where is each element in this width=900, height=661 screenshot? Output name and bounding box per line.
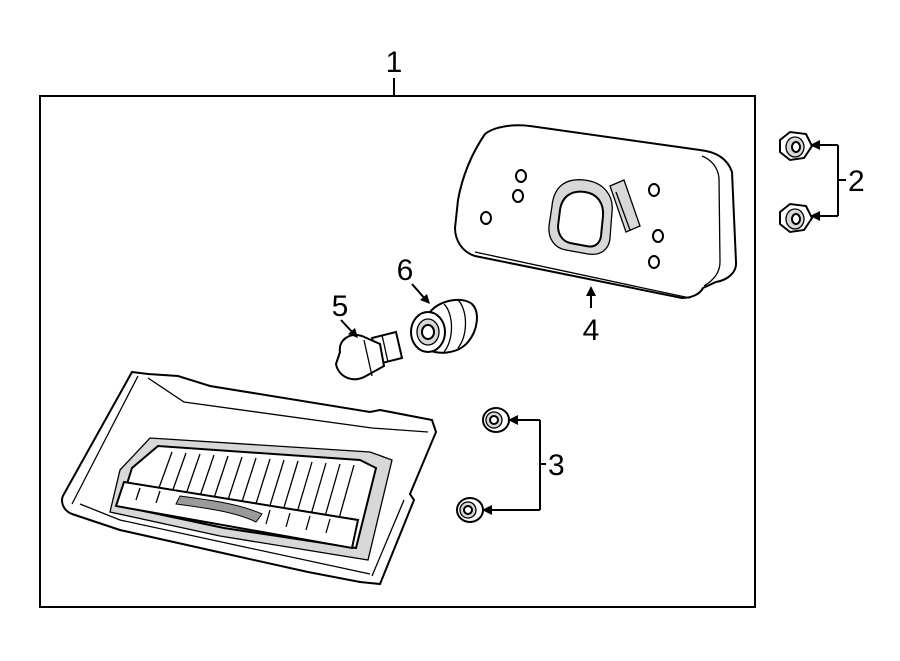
part-3-grommet-lower[interactable] bbox=[456, 497, 484, 523]
part-2-nut-lower[interactable] bbox=[779, 202, 814, 234]
callout-3-arrowhead-upper bbox=[508, 415, 518, 425]
assembly-frame bbox=[39, 95, 756, 608]
part-5-wedge-bulb[interactable] bbox=[334, 330, 404, 381]
part-3-grommet-upper[interactable] bbox=[482, 407, 510, 433]
callout-4: 4 bbox=[583, 314, 600, 347]
callout-2: 2 bbox=[848, 165, 865, 198]
callout-1: 1 bbox=[386, 46, 403, 79]
part-4-housing-gasket[interactable] bbox=[453, 124, 738, 300]
callout-5-arrowhead bbox=[348, 328, 358, 338]
callout-2-bracket bbox=[814, 144, 839, 217]
callout-6-arrowhead bbox=[420, 294, 430, 304]
callout-2-arrowhead-lower bbox=[810, 211, 820, 221]
callout-5: 5 bbox=[332, 290, 349, 323]
part-2-nut-upper[interactable] bbox=[779, 130, 814, 162]
callout-3-arrowhead-lower bbox=[482, 505, 492, 515]
callout-3: 3 bbox=[548, 449, 565, 482]
callout-4-arrowhead bbox=[586, 286, 596, 296]
callout-3-bracket bbox=[484, 419, 541, 511]
callout-2-arrowhead-upper bbox=[810, 140, 820, 150]
part-6-bulb-socket[interactable] bbox=[410, 298, 478, 354]
callout-6: 6 bbox=[397, 254, 414, 287]
lamp-lens[interactable] bbox=[61, 370, 438, 586]
